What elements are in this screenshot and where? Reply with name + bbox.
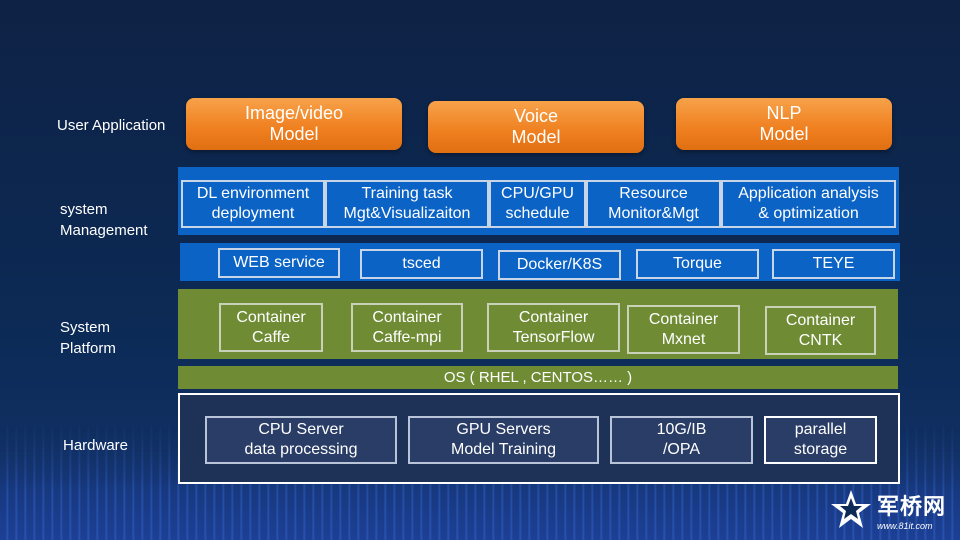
layer-label-hardware: Hardware [63,437,129,454]
layer-label-system-platform: System Platform [60,319,116,357]
watermark-logo: 军桥网 www.81it.com [829,488,946,532]
watermark-url: www.81it.com [876,521,933,531]
service-web: WEB service [218,248,340,278]
os-bar: OS ( RHEL , CENTOS…… ) [178,366,898,389]
service-tsced: tsced [360,249,483,279]
star-logo-icon [830,490,871,528]
platform-band [178,289,898,359]
watermark-name: 军桥网 [876,494,946,519]
service-torque: Torque [636,249,759,279]
mgmt-application-analysis: Application analysis& optimization [721,180,896,228]
layer-label-system-management: system Management [60,201,148,239]
management-band-top [178,167,899,235]
service-teye: TEYE [772,249,895,279]
watermark-text: 军桥网 www.81it.com [877,489,946,531]
hw-network: 10G/IB/OPA [610,416,753,464]
service-docker-k8s: Docker/K8S [498,250,621,280]
layer-label-user-application: User Application [57,117,166,134]
